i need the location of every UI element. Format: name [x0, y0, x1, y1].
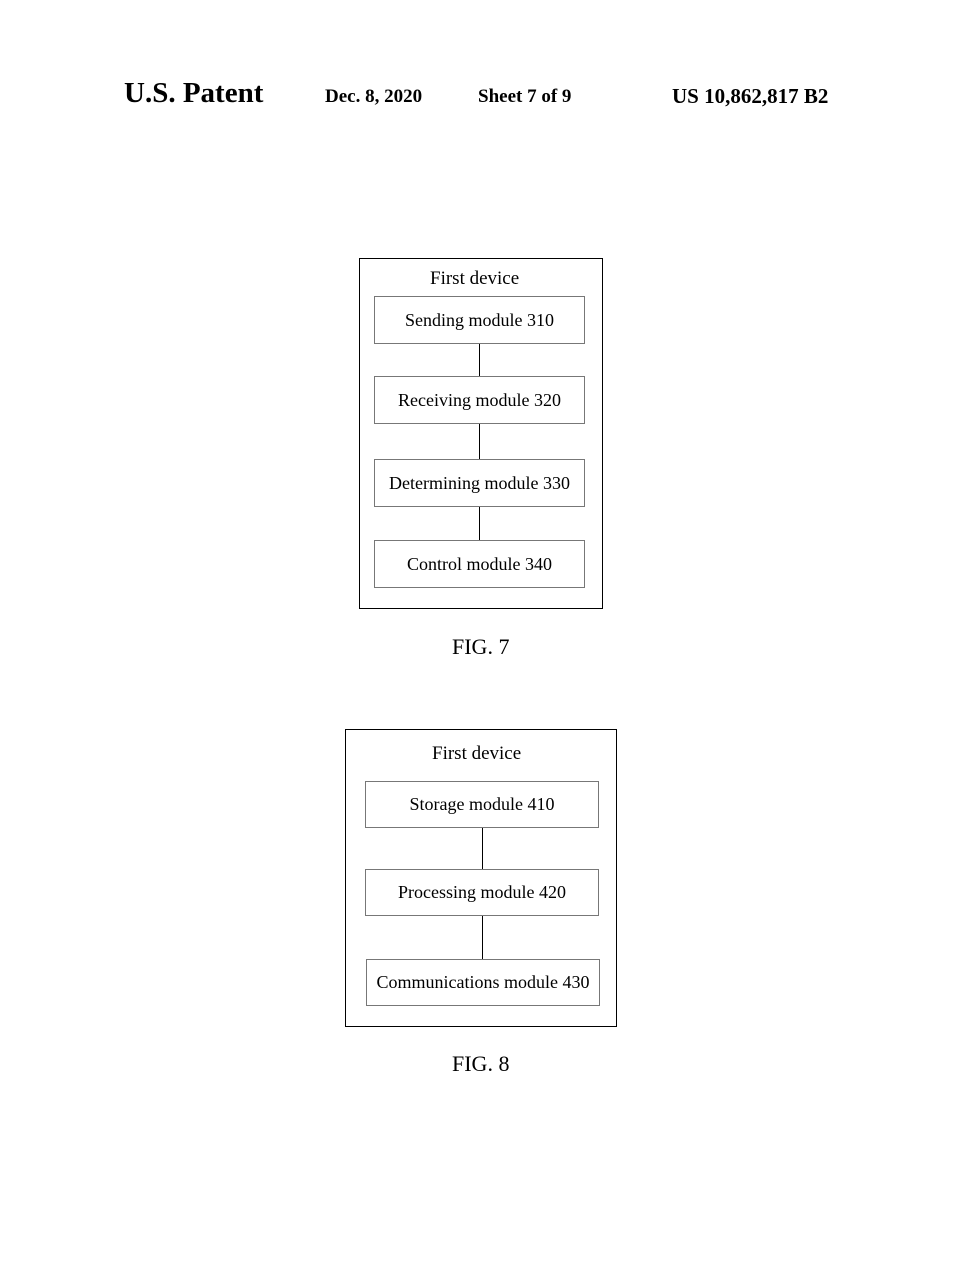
fig7-caption: FIG. 7: [452, 634, 510, 659]
fig8-processing-module: Processing module 420: [365, 869, 599, 916]
fig7-device-title: First device: [430, 268, 520, 289]
fig7-sending-module: Sending module 310: [374, 296, 585, 344]
fig8-first-device-box: [345, 729, 617, 1027]
fig8-connector-2: [482, 916, 483, 959]
fig7-connector-1: [479, 344, 480, 376]
fig7-determining-module: Determining module 330: [374, 459, 585, 507]
fig8-storage-module: Storage module 410: [365, 781, 599, 828]
patent-header-date: Dec. 8, 2020: [325, 86, 423, 107]
fig8-connector-1: [482, 828, 483, 869]
fig7-first-device-box: [359, 258, 603, 609]
fig7-control-module: Control module 340: [374, 540, 585, 588]
fig7-connector-3: [479, 507, 480, 540]
fig8-device-title: First device: [432, 743, 522, 764]
patent-header-number: US 10,862,817 B2: [672, 84, 829, 108]
fig7-receiving-module: Receiving module 320: [374, 376, 585, 424]
patent-header-title: U.S. Patent: [124, 77, 264, 109]
fig8-communications-module: Communications module 430: [366, 959, 600, 1006]
fig8-caption: FIG. 8: [452, 1051, 510, 1076]
fig7-connector-2: [479, 424, 480, 459]
patent-header-sheet: Sheet 7 of 9: [478, 86, 572, 107]
